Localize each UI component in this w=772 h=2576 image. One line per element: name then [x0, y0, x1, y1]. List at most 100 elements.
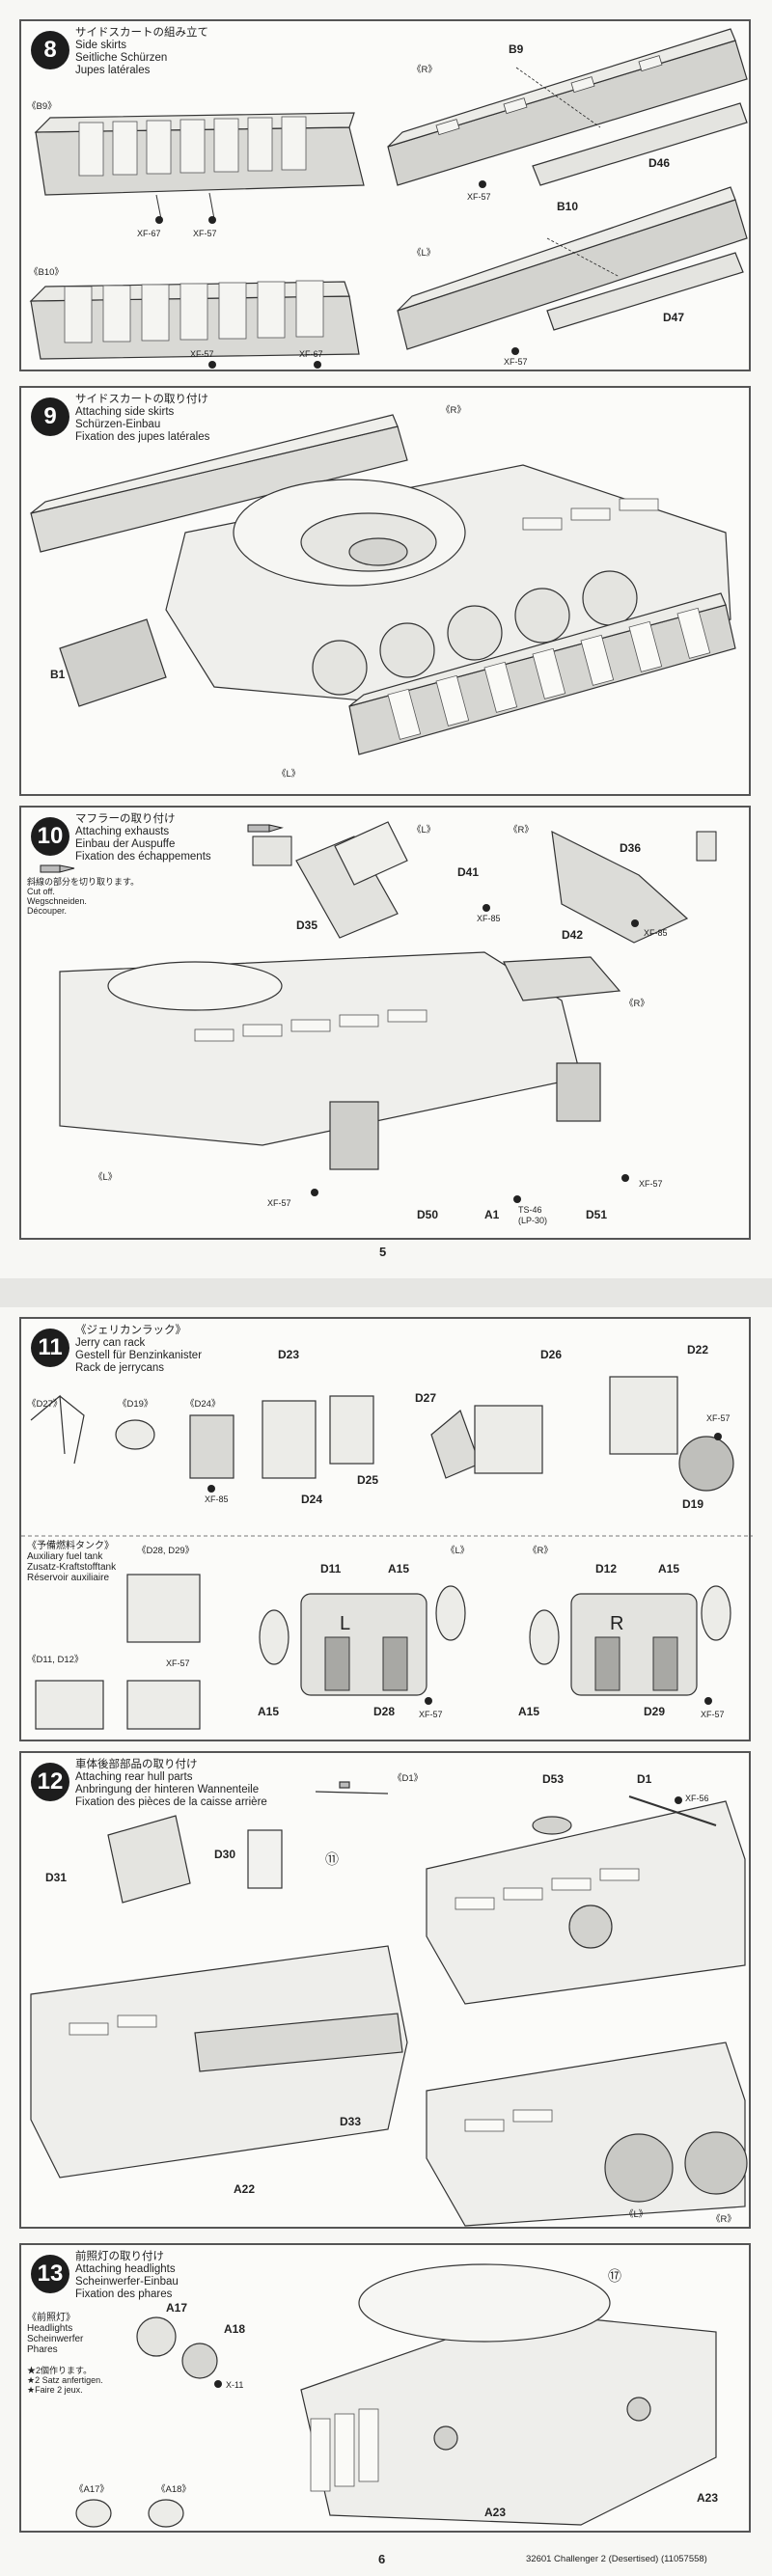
part-d23: D23 [278, 1348, 300, 1361]
paint-dot [675, 1796, 682, 1804]
cut-note-jp: 斜線の部分を切り取ります。 [27, 877, 140, 887]
tag-d19: 《D19》 [118, 1399, 153, 1410]
footer-product-code: 32601 Challenger 2 (Desertised) (1105755… [526, 2554, 707, 2564]
paint-dot [155, 216, 163, 224]
paint-d41: XF-85 [477, 914, 501, 923]
tag-d24: 《D24》 [185, 1399, 221, 1410]
step-12-title: 車体後部部品の取り付け Attaching rear hull parts An… [75, 1759, 267, 1809]
part-d26: D26 [540, 1348, 563, 1361]
make-note-fr: ★Faire 2 jeux. [27, 2385, 83, 2395]
paint-x11: X-11 [226, 2380, 244, 2390]
tag-l: 《L》 [446, 1546, 470, 1556]
step-8-title-de: Seitliche Schürzen [75, 52, 168, 64]
part-d31: D31 [45, 1871, 68, 1884]
paint-dot [621, 1174, 629, 1182]
part-a15: A15 [518, 1705, 540, 1718]
letter-r: R [610, 1613, 624, 1634]
tag-b10: 《B10》 [29, 267, 64, 278]
step-9-title-fr: Fixation des jupes latérales [75, 431, 210, 443]
part-b9: B9 [509, 42, 524, 56]
step-9-title-en: Attaching side skirts [75, 406, 175, 418]
page-number: 5 [379, 1245, 387, 1259]
part-b1: B1 [50, 668, 66, 681]
step-13-title-jp: 前照灯の取り付け [75, 2251, 164, 2262]
step-11-panel: 11 《ジェリカンラック》 Jerry can rack Gestell für… [19, 1317, 753, 1741]
step-11-illustration [21, 1376, 753, 1730]
step-13-title-de: Scheinwerfer-Einbau [75, 2276, 179, 2288]
part-d19: D19 [682, 1497, 704, 1511]
tag-d11-d12: 《D11, D12》 [27, 1655, 84, 1665]
step-13-title-en: Attaching headlights [75, 2263, 176, 2275]
paint-aux: XF-57 [166, 1658, 190, 1668]
paint-dot [311, 1189, 318, 1196]
part-d22: D22 [687, 1343, 709, 1357]
tag-r: 《R》 [528, 1546, 553, 1556]
paint-dot [704, 1697, 712, 1705]
cut-note-de: Wegschneiden. [27, 896, 87, 906]
tag-l: 《L》 [412, 248, 436, 259]
page-6: 11 《ジェリカンラック》 Jerry can rack Gestell für… [0, 1307, 772, 2576]
cut-note-fr: Découper. [27, 906, 68, 916]
part-d11: D11 [320, 1562, 342, 1576]
tag-l-2: 《L》 [94, 1172, 118, 1183]
step-8-number: 8 [31, 31, 69, 69]
part-d35: D35 [296, 918, 318, 932]
tag-l: 《L》 [624, 2209, 648, 2220]
part-d47: D47 [663, 311, 685, 324]
paint-b9-left: XF-67 [137, 229, 161, 238]
step-8-title-jp: サイドスカートの組み立て [75, 27, 208, 39]
paint-dot [208, 216, 216, 224]
step-11-title-jp: 《ジェリカンラック》 [75, 1325, 186, 1336]
tag-d27: 《D27》 [27, 1399, 63, 1410]
tag-r-2: 《R》 [624, 999, 649, 1009]
step-13-title-fr: Fixation des phares [75, 2288, 173, 2300]
part-d24: D24 [301, 1493, 323, 1506]
headlights-subtitle-jp: 《前照灯》 [27, 2313, 75, 2323]
paint-a1-sub: (LP-30) [518, 1216, 548, 1225]
paint-dot [207, 1485, 215, 1493]
paint-dot [631, 919, 639, 927]
part-b10: B10 [557, 200, 579, 213]
step-11-number: 11 [31, 1329, 69, 1367]
paint-r: XF-57 [467, 192, 491, 202]
part-a23-left: A23 [484, 2506, 507, 2519]
part-d25: D25 [357, 1473, 379, 1487]
part-d42: D42 [562, 928, 584, 942]
tag-a17: 《A17》 [74, 2484, 109, 2495]
tag-d1: 《D1》 [393, 1773, 424, 1784]
step-8-illustration [29, 28, 748, 360]
step-9-title-jp: サイドスカートの取り付け [75, 394, 208, 405]
step-12-panel: 12 車体後部部品の取り付け Attaching rear hull parts… [19, 1751, 751, 2229]
step-13-title: 前照灯の取り付け Attaching headlights Scheinwerf… [75, 2251, 179, 2301]
step-9-panel: 9 サイドスカートの取り付け Attaching side skirts Sch… [19, 386, 751, 796]
paint-d19: XF-57 [706, 1413, 731, 1423]
paint-a1: TS-46 [518, 1205, 542, 1215]
headlights-subtitle-de: Scheinwerfer [27, 2334, 84, 2344]
paint-b10-left: XF-57 [190, 349, 214, 359]
step-13-number: 13 [31, 2255, 69, 2293]
part-d28: D28 [373, 1705, 396, 1718]
step-10-title-jp: マフラーの取り付け [75, 813, 176, 825]
paint-dot [511, 347, 519, 355]
part-d53: D53 [542, 1772, 565, 1786]
part-d33: D33 [340, 2115, 362, 2128]
paint-dot [714, 1433, 722, 1440]
step-10-title-de: Einbau der Auspuffe [75, 838, 176, 850]
cut-note: 斜線の部分を切り取ります。 Cut off. Wegschneiden. Déc… [27, 877, 139, 916]
part-d46: D46 [648, 156, 671, 170]
step-13-illustration [75, 2263, 717, 2528]
make-note: ★2個作ります。 ★2 Satz anfertigen. ★Faire 2 je… [27, 2366, 103, 2395]
step-10-number: 10 [31, 817, 69, 856]
aux-tank-title-fr: Réservoir auxiliaire [27, 1573, 110, 1583]
step-11-title-de: Gestell für Benzinkanister [75, 1350, 203, 1361]
step-10-illustration [40, 821, 717, 1170]
step-12-title-en: Attaching rear hull parts [75, 1771, 193, 1783]
part-d51: D51 [586, 1208, 608, 1221]
tag-b9: 《B9》 [27, 101, 57, 112]
paint-dot [479, 180, 486, 188]
page-5: 8 サイドスカートの組み立て Side skirts Seitliche Sch… [0, 0, 772, 1278]
ref-step-17: ⑰ [608, 2268, 621, 2284]
ref-step-11: ⑪ [325, 1851, 339, 1867]
step-12-title-de: Anbringung der hinteren Wannenteile [75, 1784, 260, 1795]
tag-r: 《R》 [711, 2214, 736, 2225]
